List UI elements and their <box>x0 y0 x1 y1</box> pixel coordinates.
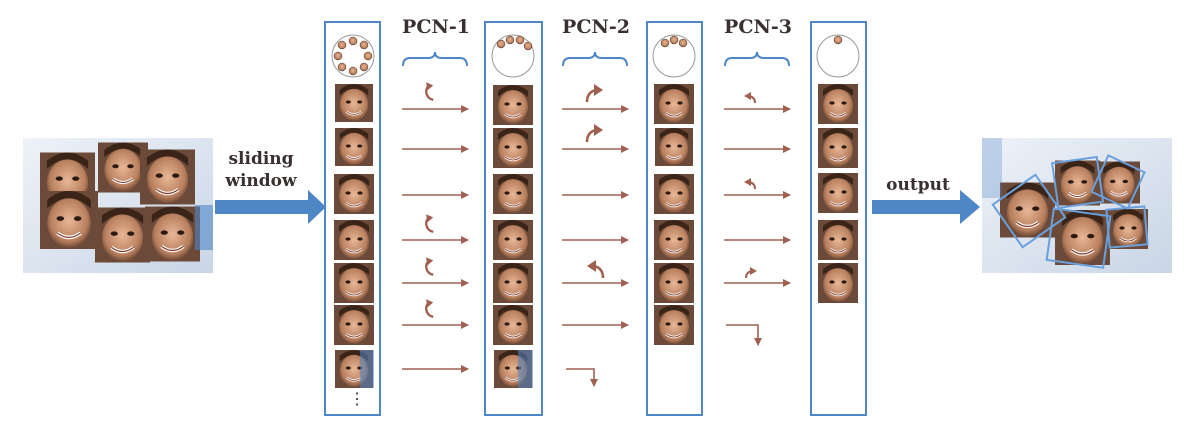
stage-title-pcn3: PCN-3 <box>724 16 792 38</box>
sliding-window-arrow <box>215 190 326 224</box>
stage-braces <box>402 51 790 67</box>
output-photo <box>982 138 1172 273</box>
column-pcn2-output <box>646 21 703 416</box>
output-label: output <box>886 175 950 195</box>
column-pcn1-output <box>484 21 543 416</box>
stage-title-pcn1: PCN-1 <box>402 16 470 38</box>
column-pcn3-output <box>810 21 867 416</box>
stage-title-pcn2: PCN-2 <box>562 16 630 38</box>
output-arrow <box>872 190 980 224</box>
sliding-window-line-0: sliding <box>228 149 294 169</box>
more-windows-ellipsis: ⋮ <box>349 389 365 408</box>
flow-arrows <box>402 105 791 387</box>
rotation-icons <box>424 80 757 319</box>
sliding-window-line-1: window <box>225 171 297 191</box>
input-photo <box>23 138 213 273</box>
column-input-windows <box>324 21 381 416</box>
